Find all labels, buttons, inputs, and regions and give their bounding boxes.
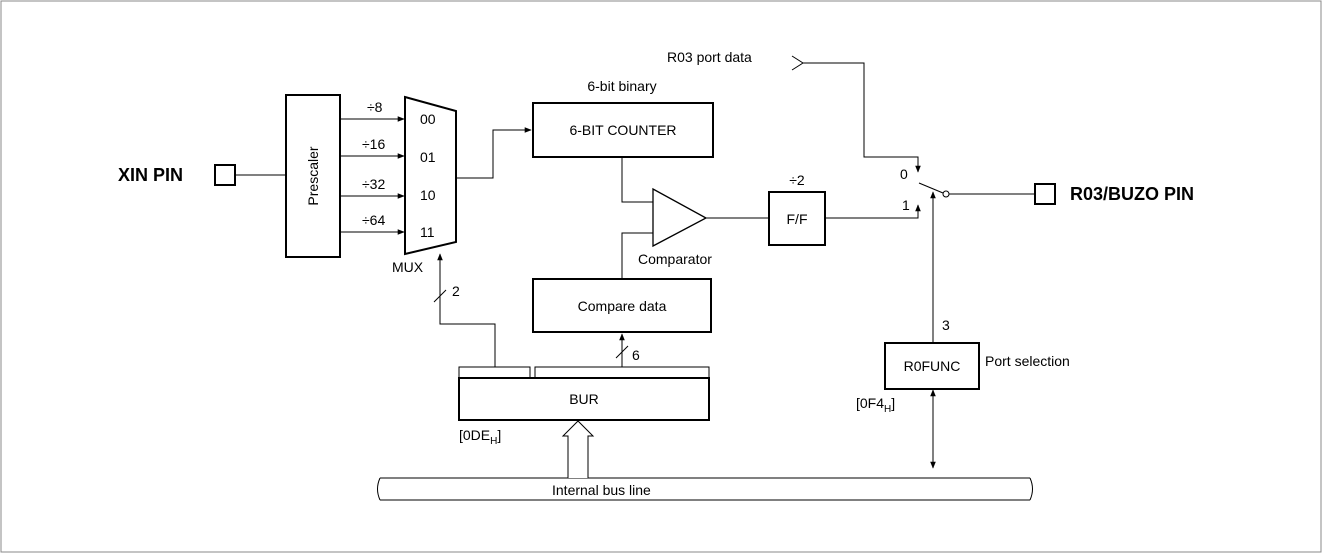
compare-data-block: [532, 278, 712, 333]
bus-to-bur-hollow-arrow: [561, 420, 595, 478]
counter-block: [532, 102, 714, 158]
switch-arm: [918, 182, 944, 194]
switch-pivot: [942, 190, 950, 198]
bus-left-end: [377, 477, 381, 501]
bur-block: [458, 377, 710, 421]
r0func-label: R0FUNC: [904, 358, 961, 374]
mux-input-01: 01: [420, 149, 436, 165]
port-data-label: R03 port data: [667, 49, 752, 65]
xin-pin-terminal: [214, 164, 236, 186]
bus-label: Internal bus line: [552, 482, 651, 498]
mux-input-11: 11: [420, 224, 435, 240]
comparator-block: [652, 187, 708, 248]
compare-data-to-comparator-line: [621, 232, 653, 278]
r0func-caption: Port selection: [985, 353, 1070, 369]
bur-bracket-compare: [534, 366, 710, 378]
output-pin-terminal: [1034, 183, 1056, 205]
output-pin-label: R03/BUZO PIN: [1070, 184, 1194, 204]
mux-input-00: 00: [420, 111, 436, 127]
mux-to-counter-line: [456, 127, 532, 179]
compare-data-slash: [615, 345, 629, 359]
div8-label: ÷8: [367, 99, 383, 115]
bur-to-mux-select-line: [437, 253, 496, 367]
mux-select-width-label: 2: [452, 283, 460, 299]
compare-data-width-label: 6: [632, 347, 640, 363]
counter-label: 6-BIT COUNTER: [569, 122, 676, 138]
port-select-width-label: 3: [942, 317, 950, 333]
div32-label: ÷32: [362, 176, 385, 192]
switch-input-1-label: 1: [902, 197, 910, 213]
bus-right-end: [1029, 477, 1033, 501]
div16-label: ÷16: [362, 136, 385, 152]
mux-select-slash: [433, 289, 447, 303]
bur-label: BUR: [569, 391, 599, 407]
bur-address: [0DEH]: [459, 427, 501, 447]
bur-bracket-mux: [458, 366, 531, 378]
mux-input-10: 10: [420, 187, 436, 203]
mux-label: MUX: [392, 259, 424, 275]
prescaler-label: Prescaler: [305, 146, 321, 205]
ff-divider-label: ÷2: [789, 172, 805, 188]
counter-to-comparator-line: [621, 157, 653, 203]
port-data-to-switch-line: [803, 62, 921, 173]
r0func-block: [884, 342, 980, 390]
switch-input-0-label: 0: [900, 166, 908, 182]
compare-data-label: Compare data: [578, 298, 667, 314]
xin-pin-label: XIN PIN: [118, 165, 183, 185]
ff-to-switch-line: [825, 204, 921, 219]
prescaler-block: [285, 94, 341, 258]
port-data-connector: [791, 55, 804, 71]
div64-label: ÷64: [362, 212, 385, 228]
mux-block: [404, 95, 457, 256]
comparator-label: Comparator: [638, 251, 712, 267]
counter-caption: 6-bit binary: [587, 78, 656, 94]
r0func-address: [0F4H]: [856, 395, 895, 415]
flipflop-label: F/F: [787, 211, 808, 227]
